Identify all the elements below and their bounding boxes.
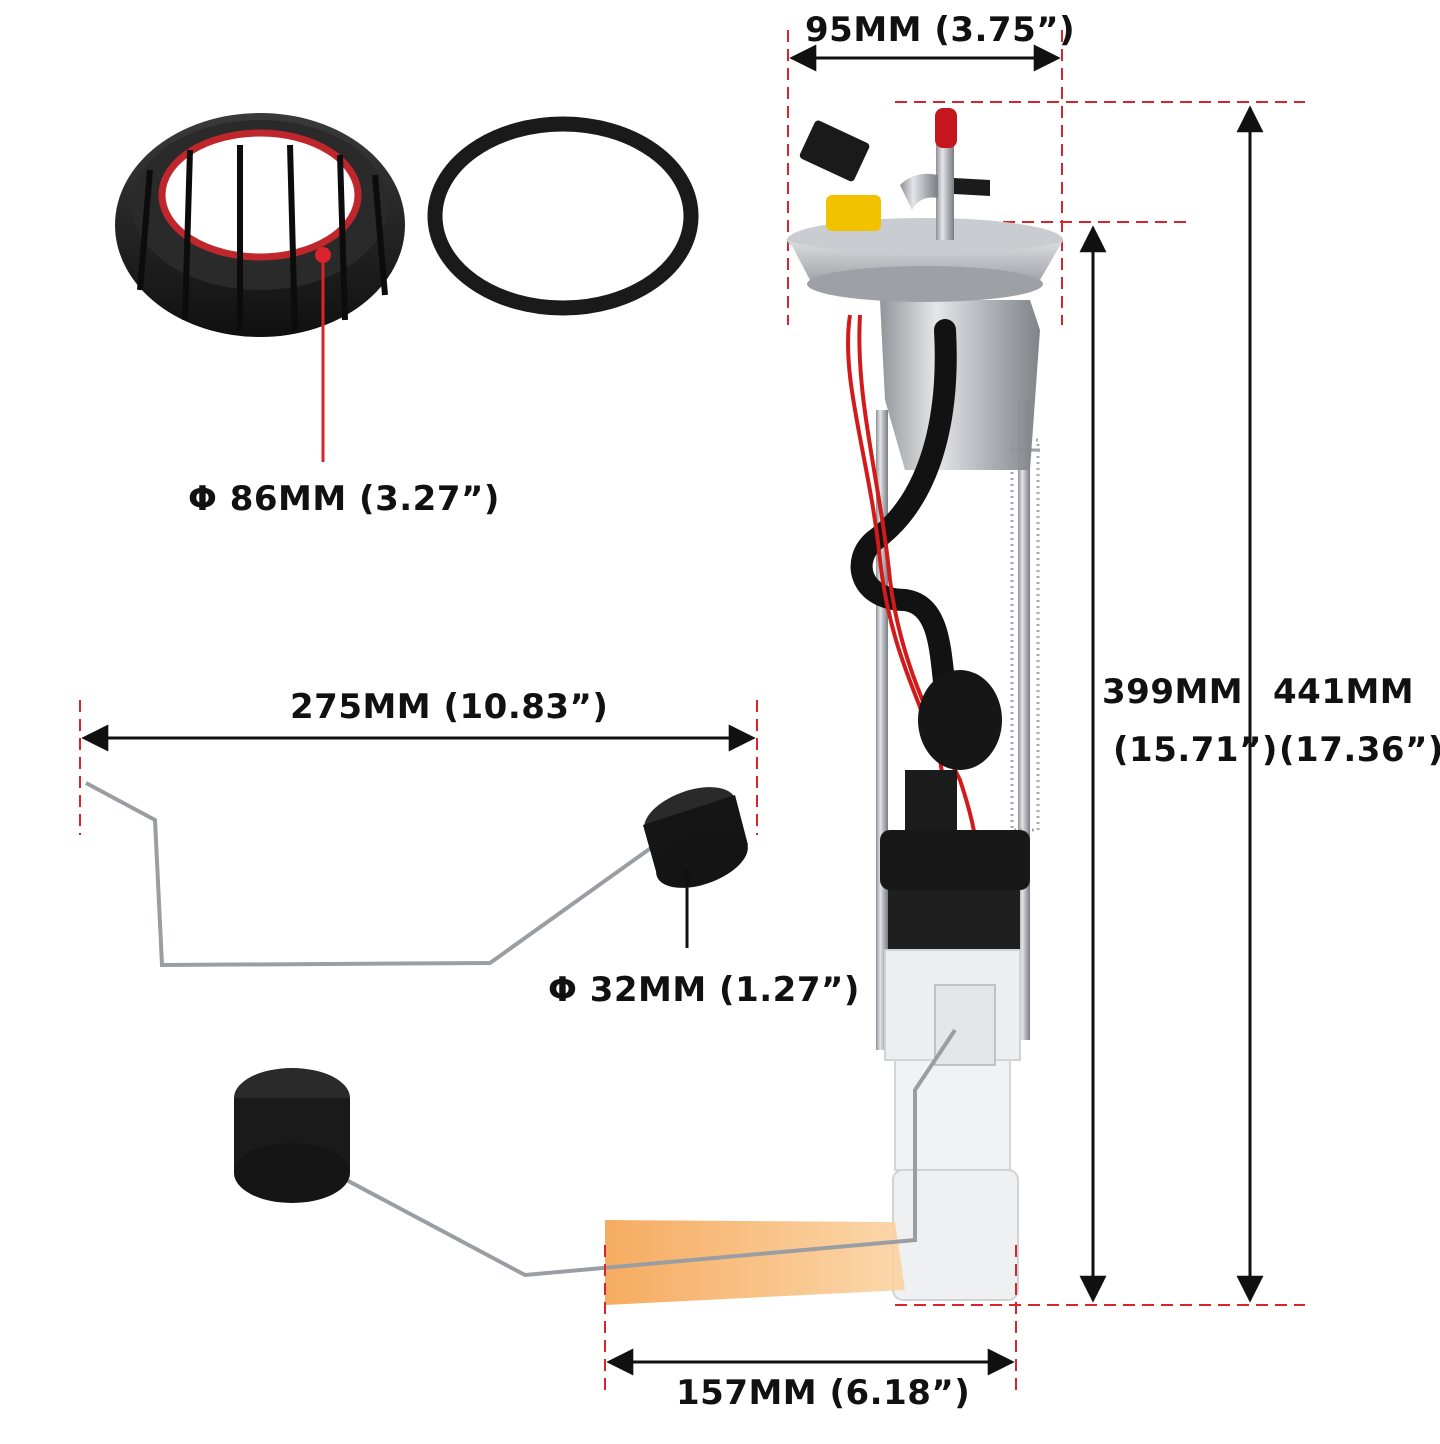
bottom-width-label: 157MM (6.18”) [676,1373,971,1413]
bottom-width-dimension [604,1245,1017,1390]
float-diameter-label: Φ 32MM (1.27”) [548,970,860,1010]
lock-ring-icon [115,113,405,337]
float-arm-length-dimension [79,700,758,835]
float-arm-length-label: 275MM (10.83”) [290,687,609,727]
float-arm-icon [85,781,748,968]
lock-ring-diameter-label: Φ 86MM (3.27”) [188,479,500,519]
o-ring-seal-icon [427,116,699,316]
strainer-filter-icon [605,1220,905,1305]
float-diameter-leader [682,868,692,948]
flange-width-label: 95MM (3.75”) [805,10,1076,50]
total-height-mm-label: 441MM [1273,672,1415,712]
total-height-in-label: (17.36”) [1279,730,1440,770]
body-height-mm-label: 399MM [1102,672,1244,712]
flange-width-dimension [787,30,1063,325]
body-height-in-label: (15.71”) [1113,730,1278,770]
attached-float-icon [234,1028,957,1278]
height-dimension-guides [895,101,1305,1306]
fuel-pump-assembly-icon [787,108,1063,1301]
